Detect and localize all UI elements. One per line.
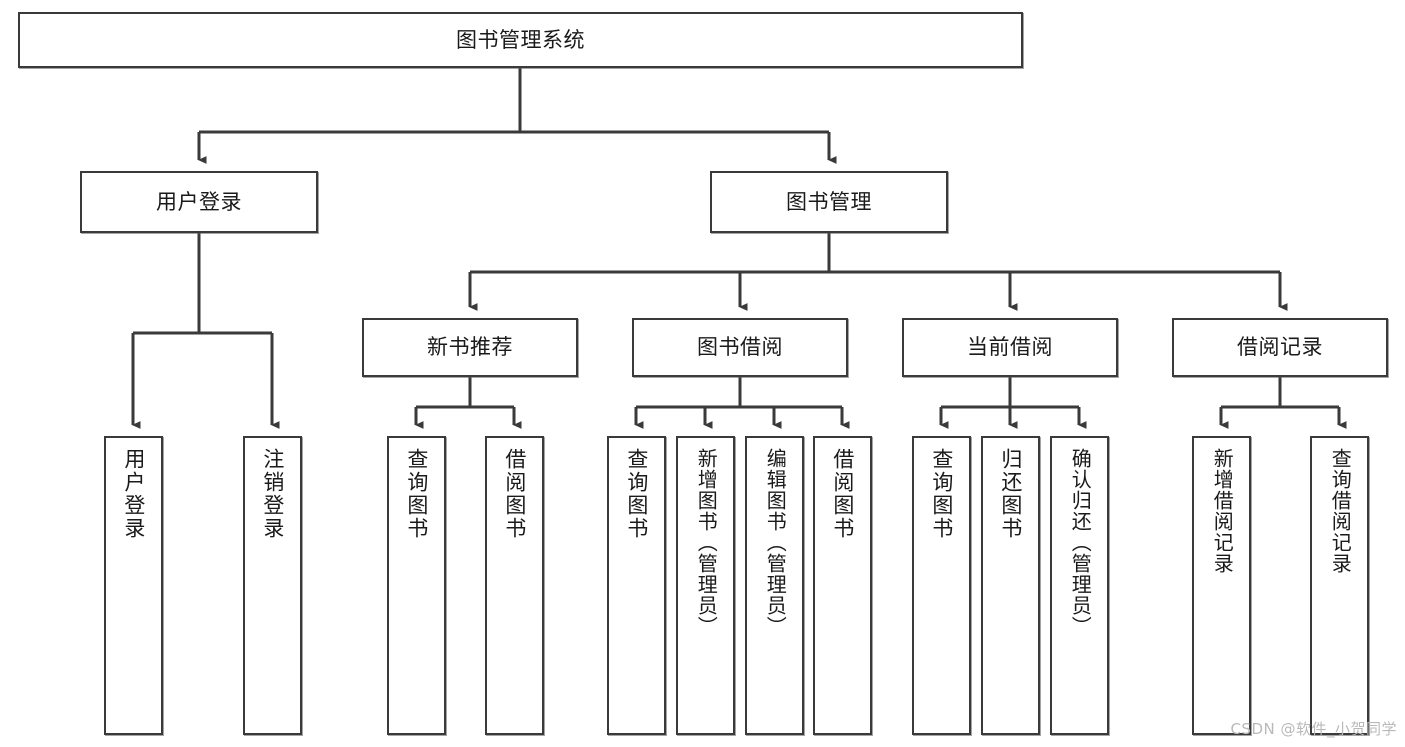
node-label: 新书推荐	[427, 335, 513, 360]
node-label: 借阅图书	[502, 448, 527, 540]
node-current-borrowing[interactable]: 当前借阅	[902, 318, 1118, 377]
node-label: 注销登录	[260, 448, 285, 540]
node-label: 查询图书	[929, 448, 954, 540]
node-book-borrowing[interactable]: 图书借阅	[632, 318, 848, 377]
node-label: 图书管理	[786, 189, 872, 214]
node-label: 用户登录	[156, 189, 242, 214]
node-leaf-add-borrow-record[interactable]: 新增借阅记录	[1192, 436, 1251, 735]
node-leaf-query-borrow-record[interactable]: 查询借阅记录	[1310, 436, 1369, 735]
node-label: 新增图书（管理员）	[694, 448, 719, 637]
node-label: 确认归还（管理员）	[1068, 448, 1093, 637]
node-leaf-edit-book-admin[interactable]: 编辑图书（管理员）	[745, 436, 804, 735]
node-label: 借阅图书	[830, 448, 855, 540]
node-label: 图书借阅	[697, 335, 783, 360]
node-leaf-user-login[interactable]: 用户登录	[104, 436, 163, 735]
node-label: 查询图书	[404, 448, 429, 540]
node-leaf-query-books-borrow[interactable]: 查询图书	[607, 436, 666, 735]
node-leaf-borrow-books[interactable]: 借阅图书	[813, 436, 872, 735]
node-label: 用户登录	[121, 448, 146, 540]
node-label: 查询图书	[624, 448, 649, 540]
node-label: 当前借阅	[967, 335, 1053, 360]
node-leaf-borrow-books-new[interactable]: 借阅图书	[485, 436, 544, 735]
node-label: 编辑图书（管理员）	[763, 448, 788, 637]
node-book-management[interactable]: 图书管理	[710, 171, 948, 233]
csdn-watermark: CSDN @软件_小贺同学	[1230, 720, 1397, 738]
node-borrowing-records[interactable]: 借阅记录	[1172, 318, 1388, 377]
node-leaf-confirm-return-admin[interactable]: 确认归还（管理员）	[1050, 436, 1109, 735]
node-label: 查询借阅记录	[1328, 448, 1353, 574]
node-label: 新增借阅记录	[1210, 448, 1235, 574]
node-leaf-query-books-current[interactable]: 查询图书	[912, 436, 971, 735]
node-leaf-query-books-new[interactable]: 查询图书	[387, 436, 446, 735]
node-leaf-add-book-admin[interactable]: 新增图书（管理员）	[676, 436, 735, 735]
node-label: 借阅记录	[1237, 335, 1323, 360]
node-label: 图书管理系统	[456, 27, 585, 52]
node-new-book-recommendation[interactable]: 新书推荐	[362, 318, 578, 377]
node-label: 归还图书	[998, 448, 1023, 540]
node-root-book-management-system[interactable]: 图书管理系统	[18, 12, 1023, 68]
node-user-login[interactable]: 用户登录	[80, 171, 318, 233]
node-leaf-logout[interactable]: 注销登录	[243, 436, 302, 735]
node-leaf-return-books[interactable]: 归还图书	[981, 436, 1040, 735]
